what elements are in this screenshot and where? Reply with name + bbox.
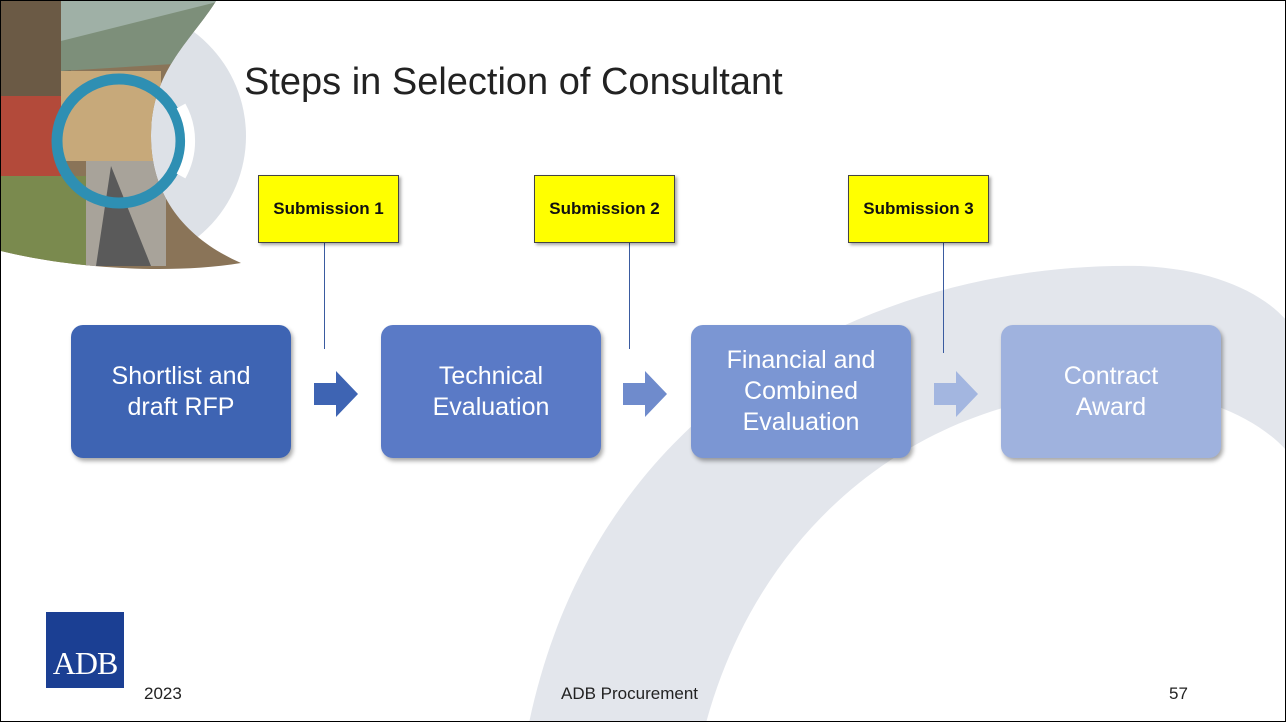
step-shortlist-label: Shortlist and draft RFP bbox=[111, 361, 251, 421]
arrow-right-icon bbox=[934, 371, 978, 417]
footer-page-number: 57 bbox=[1169, 684, 1188, 703]
step-contract-box: Contract Award bbox=[1001, 325, 1221, 458]
connector-line-3 bbox=[943, 241, 944, 353]
adb-logo: ADB bbox=[46, 612, 124, 688]
step-shortlist-box: Shortlist and draft RFP bbox=[71, 325, 291, 458]
submission-3-label: Submission 3 bbox=[848, 175, 989, 243]
photo-collage-image bbox=[1, 1, 246, 270]
step-financial-box: Financial and Combined Evaluation bbox=[691, 325, 911, 458]
step-technical-label: Technical Evaluation bbox=[432, 361, 550, 421]
step-contract-label: Contract Award bbox=[1063, 361, 1159, 421]
arrow-right-icon bbox=[623, 371, 667, 417]
arrow-right-icon bbox=[314, 371, 358, 417]
step-financial-label: Financial and Combined Evaluation bbox=[726, 346, 876, 436]
step-technical-box: Technical Evaluation bbox=[381, 325, 601, 458]
footer-year: 2023 bbox=[144, 684, 182, 703]
slide-title: Steps in Selection of Consultant bbox=[244, 61, 783, 103]
footer-title: ADB Procurement bbox=[561, 684, 698, 703]
submission-2-label: Submission 2 bbox=[534, 175, 675, 243]
connector-line-1 bbox=[324, 241, 325, 349]
connector-line-2 bbox=[629, 241, 630, 349]
submission-1-label: Submission 1 bbox=[258, 175, 399, 243]
